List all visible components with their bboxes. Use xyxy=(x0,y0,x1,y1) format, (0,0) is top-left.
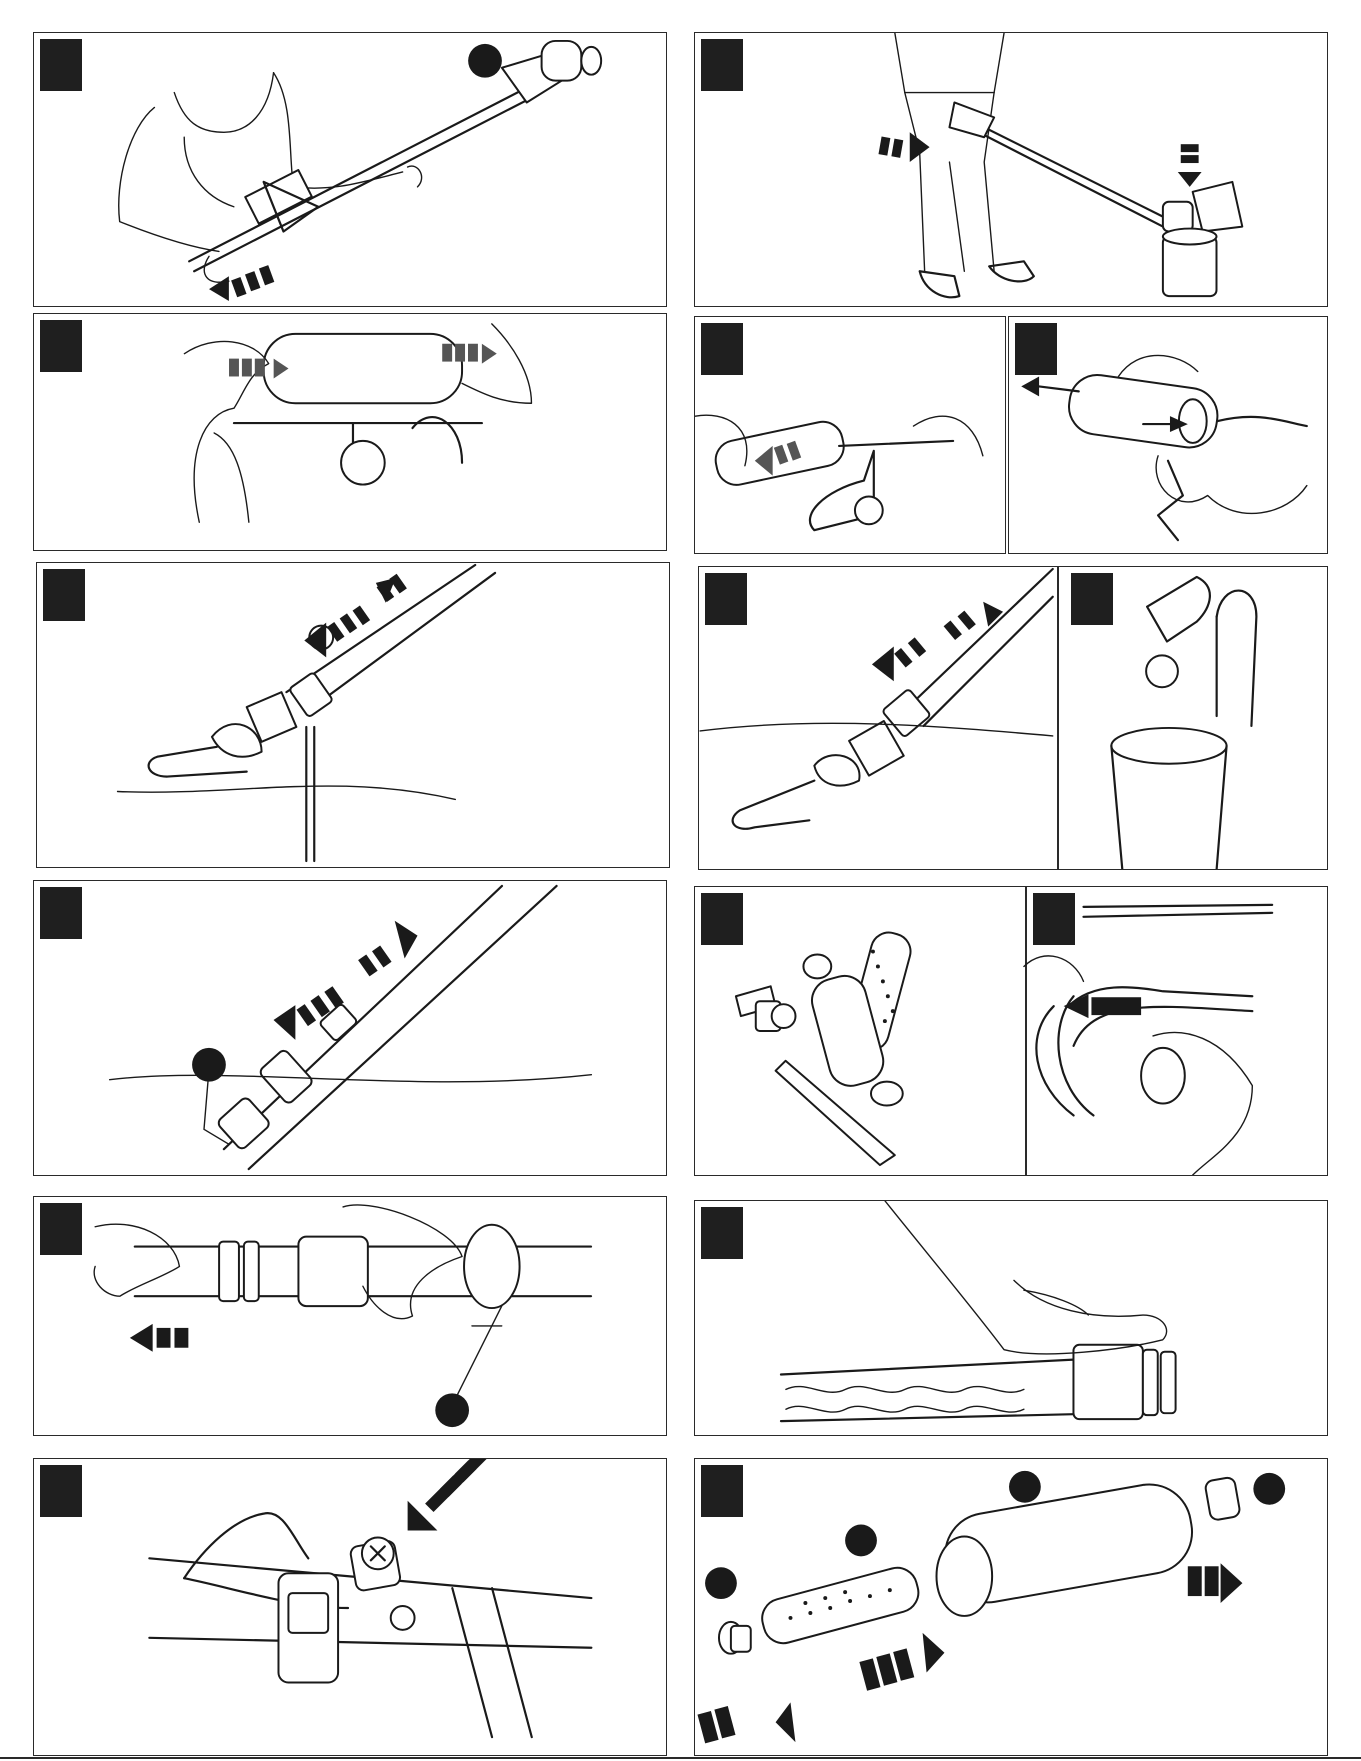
illustration-filter-assembly-exploded xyxy=(695,1459,1327,1755)
callout-circle-icon xyxy=(705,1567,737,1599)
illustration-hands-twisting-filter xyxy=(34,314,666,550)
page-bottom-rule xyxy=(0,1757,1361,1759)
illustration-pump-in-water xyxy=(37,563,669,867)
illustration-removing-filter xyxy=(695,317,1005,553)
callout-circle-icon xyxy=(468,44,502,78)
callout-circle-icon xyxy=(845,1525,877,1557)
callout-circle-icon xyxy=(1009,1471,1041,1503)
step-panel-4b xyxy=(1008,316,1328,554)
step-panel-9 xyxy=(33,1196,667,1436)
step-panel-7 xyxy=(33,880,667,1176)
illustration-pump-and-bucket xyxy=(699,567,1327,869)
illustration-hand-checking-seal xyxy=(695,1201,1327,1435)
step-panel-3 xyxy=(33,313,667,551)
step-panel-4a xyxy=(694,316,1006,554)
step-panel-2 xyxy=(694,32,1328,307)
illustration-inserting-filter xyxy=(1009,317,1327,553)
step-panel-10 xyxy=(694,1200,1328,1436)
illustration-separating-tube-sections xyxy=(34,1197,666,1435)
step-panel-11 xyxy=(33,1458,667,1756)
step-panel-6 xyxy=(698,566,1328,870)
step-panel-1 xyxy=(33,32,667,307)
illustration-pressing-valve xyxy=(34,1459,666,1755)
step-panel-8 xyxy=(694,886,1328,1176)
illustration-standing-person-bucket xyxy=(695,33,1327,306)
step-panel-5 xyxy=(36,562,670,868)
callout-circle-icon xyxy=(192,1048,226,1082)
callout-circle-icon xyxy=(435,1393,469,1427)
illustration-pump-tube-in-water xyxy=(34,881,666,1175)
illustration-person-holding-sprayer xyxy=(34,33,666,306)
step-panel-12 xyxy=(694,1458,1328,1756)
callout-circle-icon xyxy=(1253,1473,1285,1505)
illustration-exploded-parts-and-hose xyxy=(695,887,1327,1175)
